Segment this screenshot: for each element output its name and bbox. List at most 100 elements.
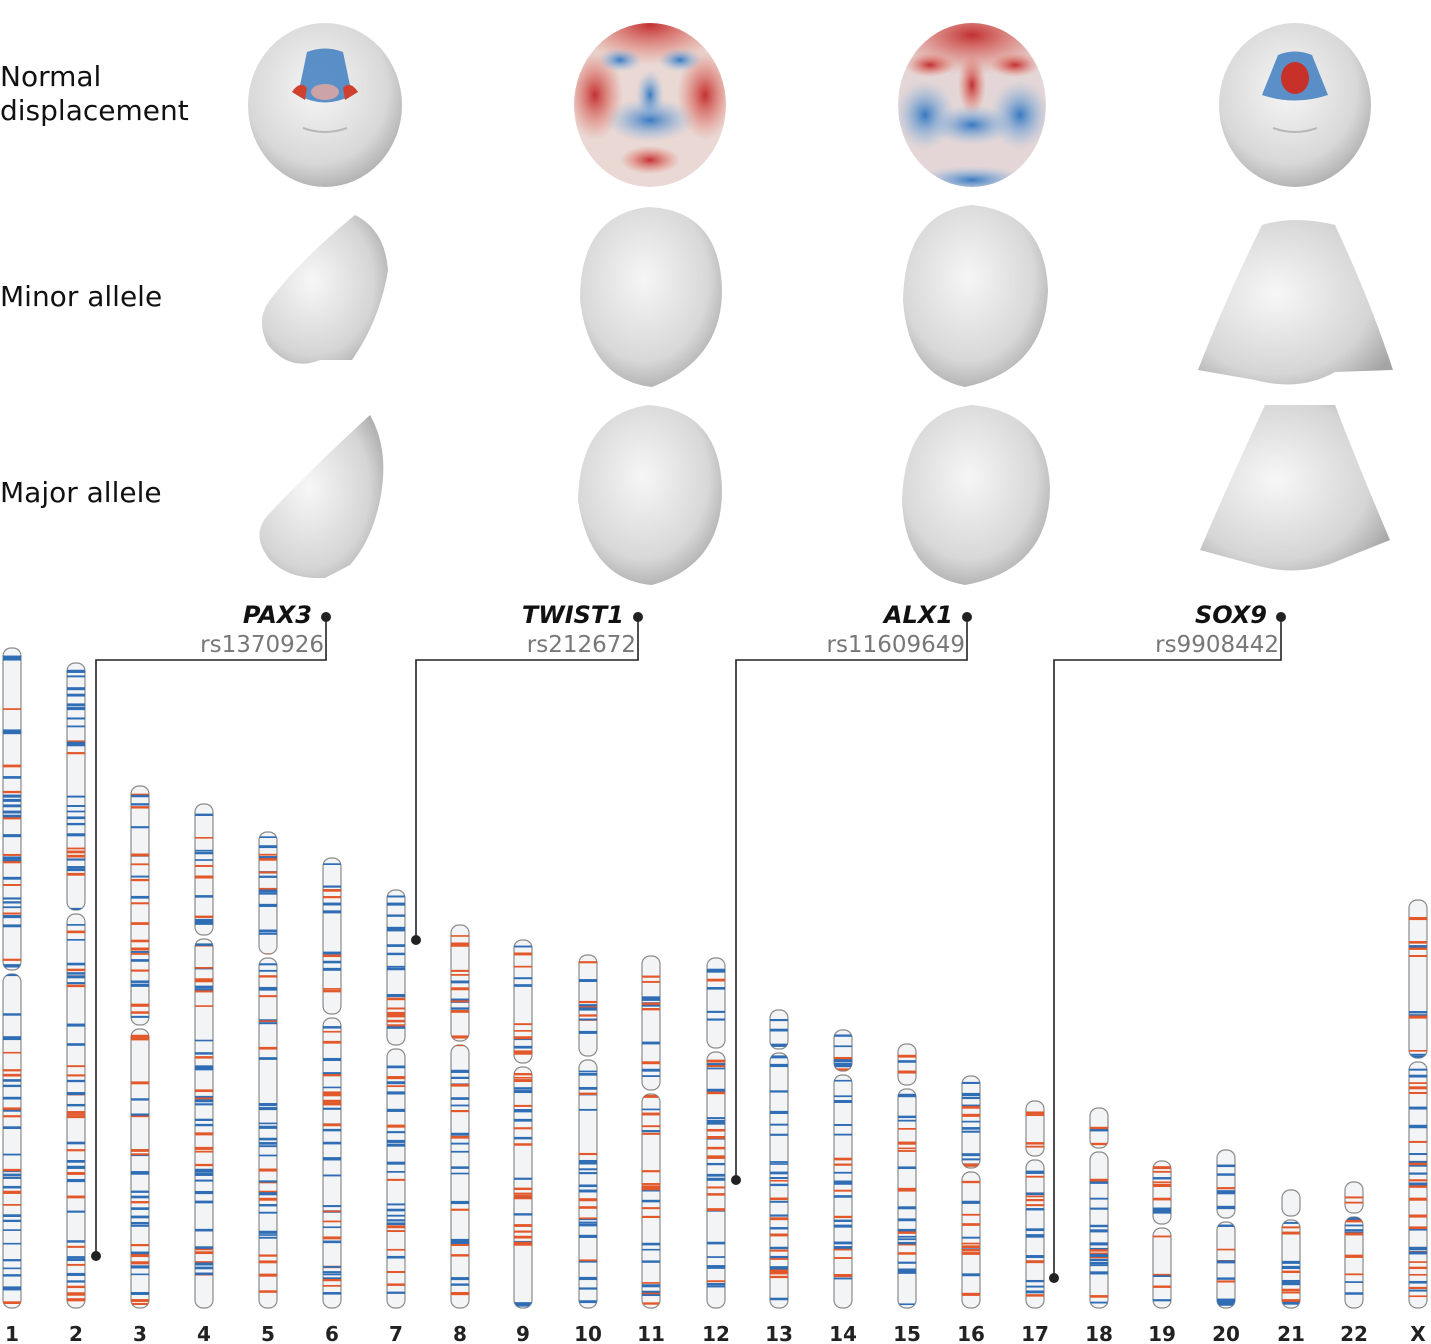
variant-band	[131, 980, 149, 983]
variant-band	[259, 953, 277, 957]
chromosome-19: 19	[1148, 1160, 1176, 1344]
variant-band	[642, 1183, 660, 1185]
row-label-minor-allele: Minor allele	[0, 280, 163, 313]
variant-band	[1282, 1221, 1300, 1224]
variant-band	[131, 939, 149, 943]
variant-band	[387, 1065, 405, 1069]
variant-band	[259, 1254, 277, 1257]
variant-band	[1217, 1173, 1235, 1176]
chromosome-20: 20	[1212, 1149, 1240, 1344]
variant-band	[451, 1076, 469, 1080]
variant-band	[770, 1272, 788, 1275]
variant-band	[451, 1069, 469, 1073]
variant-band	[131, 1261, 149, 1265]
variant-band	[3, 804, 21, 808]
variant-band	[67, 1113, 85, 1116]
variant-band	[387, 1271, 405, 1274]
variant-band	[131, 953, 149, 955]
variant-band	[67, 1285, 85, 1289]
variant-band	[3, 1079, 21, 1082]
variant-band	[195, 1056, 213, 1059]
chromosome-q-arm	[386, 1048, 406, 1309]
variant-band	[707, 1280, 725, 1283]
variant-band	[579, 1172, 597, 1175]
variant-band	[451, 1241, 469, 1244]
variant-band	[642, 1004, 660, 1007]
variant-band	[707, 1256, 725, 1258]
minor-face-twist1	[580, 207, 722, 387]
variant-band	[1217, 1280, 1235, 1283]
variant-band	[1409, 1055, 1427, 1058]
variant-band	[451, 1277, 469, 1281]
variant-band	[834, 1163, 852, 1166]
chromosome-p-arm	[194, 803, 214, 936]
variant-band	[67, 1160, 85, 1163]
variant-band	[131, 1171, 149, 1175]
chromosome-q-arm	[194, 938, 214, 1309]
variant-band	[67, 972, 85, 975]
chromosome-bands	[514, 945, 532, 1307]
chromosome-label: 10	[574, 1322, 602, 1344]
variant-band	[514, 1104, 532, 1107]
variant-band	[3, 1229, 21, 1231]
variant-band	[642, 1189, 660, 1192]
variant-band	[131, 1265, 149, 1269]
variant-band	[1090, 1178, 1108, 1182]
variant-band	[323, 1226, 341, 1229]
chromosome-2: 2	[66, 662, 86, 1344]
variant-band	[1026, 1204, 1044, 1207]
variant-band	[1153, 1210, 1171, 1213]
variant-band	[707, 1285, 725, 1288]
variant-band	[131, 1098, 149, 1101]
variant-band	[131, 1291, 149, 1296]
variant-band	[195, 851, 213, 855]
variant-band	[67, 1210, 85, 1213]
variant-band	[131, 969, 149, 972]
variant-band	[1026, 1290, 1044, 1294]
variant-band	[195, 1163, 213, 1167]
variant-band	[707, 1088, 725, 1092]
variant-band	[131, 1034, 149, 1038]
variant-band	[387, 1255, 405, 1259]
variant-band	[195, 988, 213, 992]
variant-band	[259, 890, 277, 893]
variant-band	[131, 793, 149, 796]
variant-band	[3, 729, 21, 733]
chromosome-label: 15	[893, 1322, 921, 1344]
chromosome-q-arm	[578, 1059, 598, 1309]
variant-band	[579, 1206, 597, 1209]
chromosome-bands	[1090, 1126, 1108, 1304]
variant-band	[1153, 1197, 1171, 1201]
variant-band	[834, 1045, 852, 1048]
variant-band	[1026, 1198, 1044, 1202]
variant-band	[131, 984, 149, 987]
variant-band	[67, 752, 85, 755]
variant-band	[131, 878, 149, 882]
variant-band	[834, 1056, 852, 1061]
variant-band	[707, 1122, 725, 1125]
variant-band	[131, 951, 149, 953]
variant-band	[1409, 1053, 1427, 1056]
variant-band	[1282, 1279, 1300, 1283]
variant-band	[259, 988, 277, 991]
variant-band	[195, 1065, 213, 1068]
variant-band	[131, 794, 149, 798]
variant-band	[3, 1203, 21, 1206]
variant-band	[962, 1081, 980, 1084]
variant-band	[834, 1215, 852, 1219]
variant-band	[1153, 1224, 1171, 1228]
variant-band	[834, 1182, 852, 1185]
variant-band	[67, 833, 85, 836]
variant-band	[131, 1201, 149, 1204]
variant-band	[387, 1024, 405, 1027]
variant-band	[898, 1270, 916, 1274]
variant-band	[451, 1244, 469, 1247]
variant-band	[323, 1086, 341, 1089]
variant-band	[579, 1070, 597, 1073]
variant-band	[323, 1174, 341, 1177]
chromosome-label: 7	[389, 1322, 403, 1344]
variant-band	[259, 1180, 277, 1183]
variant-band	[67, 810, 85, 813]
variant-band	[387, 1019, 405, 1023]
